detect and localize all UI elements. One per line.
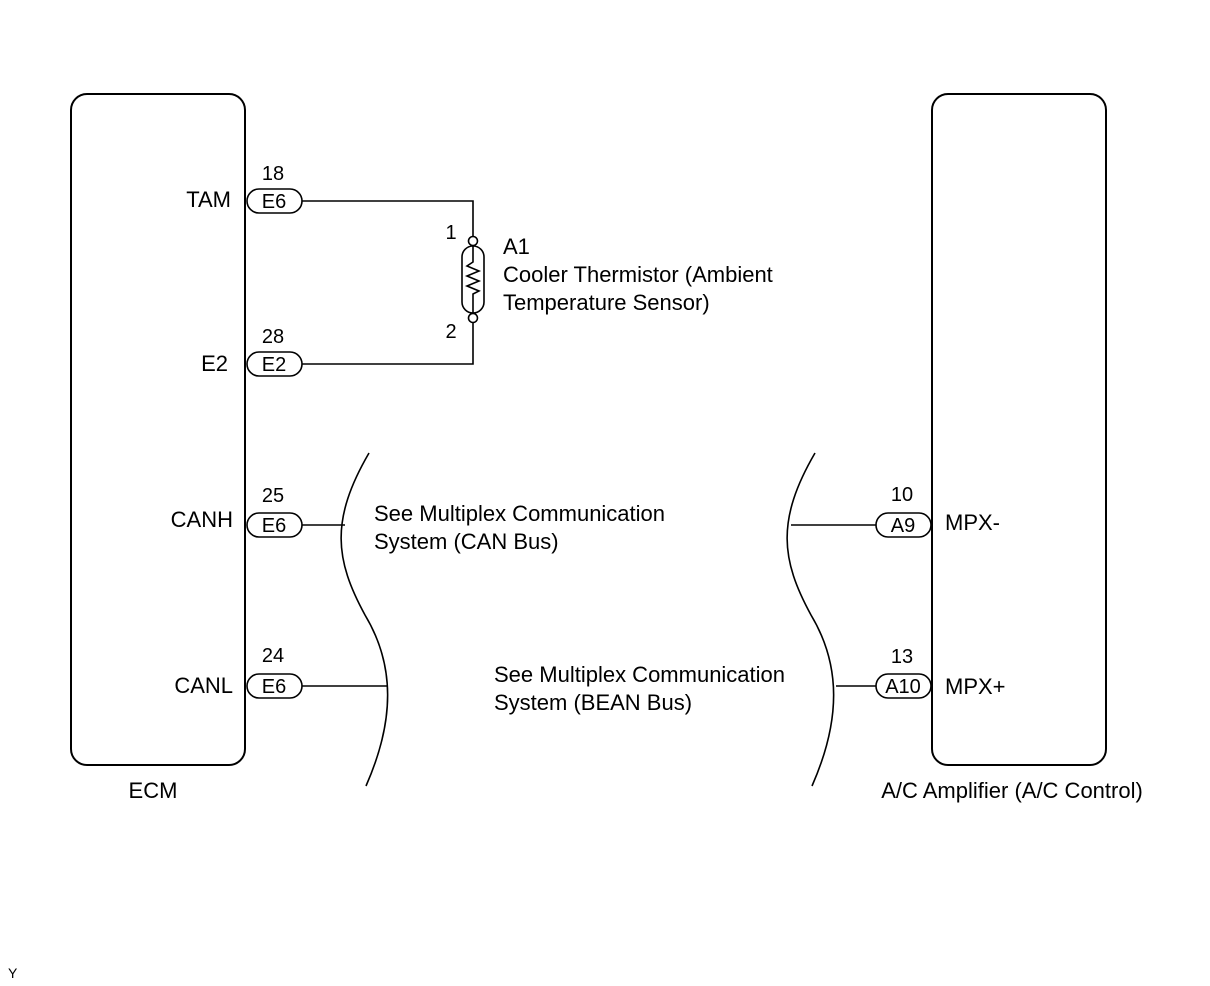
ecm-connector-canh-label: E6 [262, 515, 286, 537]
amp-connector-mpx-plus-label: A10 [885, 676, 921, 698]
thermistor-name-line2: Temperature Sensor) [503, 290, 710, 315]
bean-bus-note-line1: See Multiplex Communication [494, 662, 785, 687]
wire-e2 [302, 318, 474, 365]
can-bus-note-line2: System (CAN Bus) [374, 529, 559, 554]
ecm-connector-tam-label: E6 [262, 191, 286, 213]
ecm-connector-e2-label: E2 [262, 354, 286, 376]
ecm-terminal-canh-name: CANH [171, 507, 233, 532]
ecm-terminal-canl-pin: 24 [262, 645, 284, 667]
bus-break-left [340, 452, 389, 787]
ecm-label: ECM [129, 778, 178, 803]
amp-connector-mpx-minus-label: A9 [891, 515, 915, 537]
ecm-terminal-e2-name: E2 [201, 351, 228, 376]
wire-tam [302, 200, 474, 241]
amp-terminal-mpx-plus-name: MPX+ [945, 674, 1006, 699]
thermistor-id: A1 [503, 234, 530, 259]
footer-code: Y [8, 965, 18, 981]
thermistor-pin-1: 1 [445, 222, 456, 244]
ecm-terminal-canh-pin: 25 [262, 485, 284, 507]
amp-terminal-mpx-minus-name: MPX- [945, 510, 1000, 535]
bean-bus-note-line2: System (BEAN Bus) [494, 690, 692, 715]
can-bus-note-line1: See Multiplex Communication [374, 501, 665, 526]
amplifier-box [931, 93, 1107, 766]
ecm-connector-canl-label: E6 [262, 676, 286, 698]
amp-connector-mpx-minus [875, 512, 932, 538]
thermistor-pin-2: 2 [445, 321, 456, 343]
ecm-box [70, 93, 246, 766]
amp-terminal-mpx-minus-pin: 10 [891, 484, 913, 506]
ecm-terminal-tam-name: TAM [186, 187, 231, 212]
ecm-terminal-canl-name: CANL [174, 673, 233, 698]
amplifier-label: A/C Amplifier (A/C Control) [881, 778, 1143, 803]
ecm-terminal-tam-pin: 18 [262, 163, 284, 185]
thermistor-name-line1: Cooler Thermistor (Ambient [503, 262, 773, 287]
amp-connector-mpx-plus [875, 673, 932, 699]
bus-break-right [786, 452, 835, 787]
ecm-terminal-e2-pin: 28 [262, 326, 284, 348]
thermistor-symbol [461, 235, 485, 324]
amp-terminal-mpx-plus-pin: 13 [891, 646, 913, 668]
